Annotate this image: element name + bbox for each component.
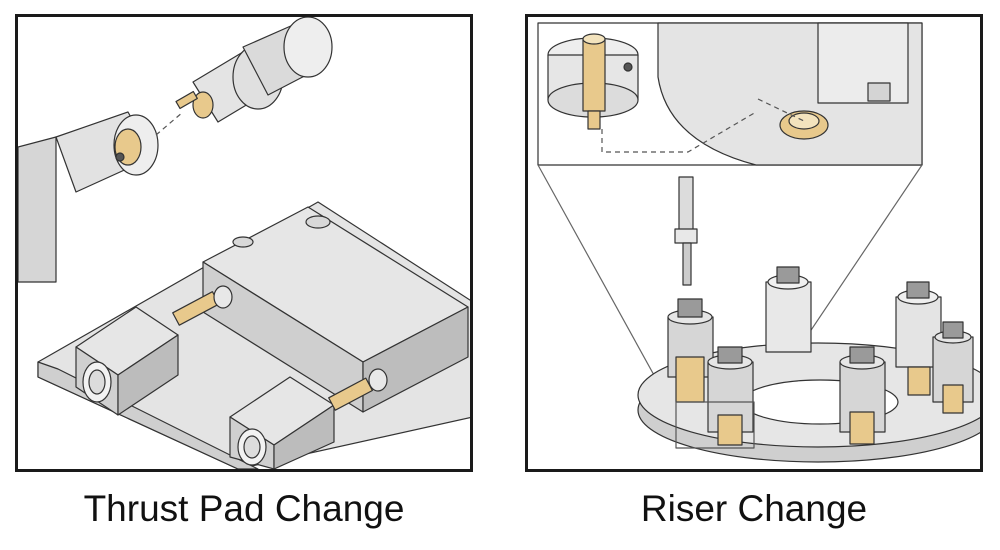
sleeve-assembly [18,111,159,283]
riser-pin [674,176,698,286]
cylinder-lower [229,376,335,469]
station-4 [839,346,886,445]
caption-riser-change: Riser Change [640,488,868,529]
inset-riser [547,33,639,130]
coupling-upper [172,285,233,326]
coupling-lower [328,368,388,411]
station-2 [707,346,754,446]
station-1 [667,298,714,403]
spindle-with-thrust-pad [175,17,333,123]
riser-change-panel [525,14,983,472]
cylinder-upper [75,306,179,416]
zoom-line-left [537,164,677,416]
main-block [202,206,469,413]
zoom-target-box [675,401,755,449]
thrust-pad-illustration [18,17,470,469]
caption-thrust-pad-change: Thrust Pad Change [83,488,405,529]
thrust-pad-change-panel [15,14,473,472]
alignment-line [155,111,184,136]
station-3 [765,266,812,353]
riser-change-illustration [537,22,980,463]
station-6 [932,321,974,414]
